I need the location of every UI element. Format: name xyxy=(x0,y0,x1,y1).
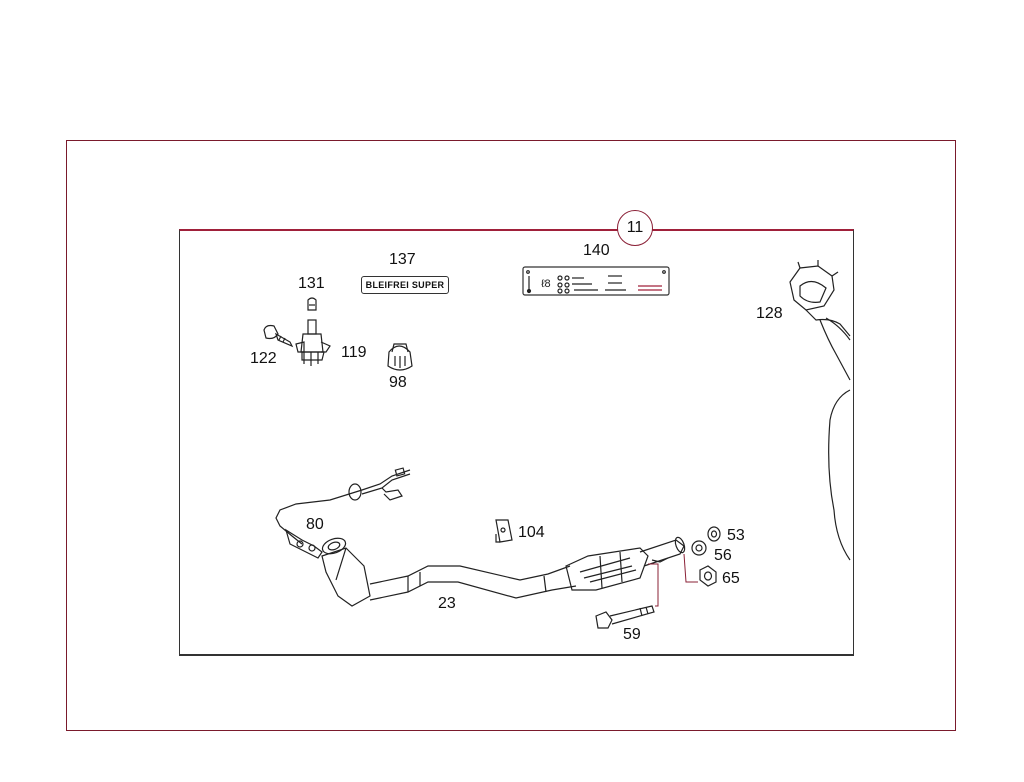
part-98 xyxy=(387,343,413,371)
part-104 xyxy=(495,519,513,543)
callout-59: 59 xyxy=(623,626,641,643)
callout-137: 137 xyxy=(389,251,416,268)
callout-56: 56 xyxy=(714,547,732,564)
outer-frame xyxy=(66,140,956,731)
part-80 xyxy=(275,467,411,559)
part-131 xyxy=(307,297,317,311)
callout-140: 140 xyxy=(583,242,610,259)
part-122 xyxy=(263,324,294,348)
part-56 xyxy=(691,540,707,556)
callout-104: 104 xyxy=(518,524,545,541)
callout-122: 122 xyxy=(250,350,277,367)
part-65 xyxy=(699,565,717,587)
svg-text:ℓ8: ℓ8 xyxy=(541,278,551,290)
callout-98: 98 xyxy=(389,374,407,391)
callout-119: 119 xyxy=(341,344,367,361)
part-59 xyxy=(595,605,655,629)
diagram-frame xyxy=(179,229,854,656)
callout-53: 53 xyxy=(727,527,745,544)
callout-128: 128 xyxy=(756,305,783,322)
callout-23: 23 xyxy=(438,595,456,612)
part-128 xyxy=(789,260,851,561)
callout-131: 131 xyxy=(298,275,325,292)
group-number-badge: 11 xyxy=(617,210,653,246)
leader-lines xyxy=(648,553,698,607)
callout-80: 80 xyxy=(306,516,324,533)
part-119 xyxy=(295,319,331,366)
fuel-label-plate: BLEIFREI SUPER xyxy=(361,276,449,294)
part-53 xyxy=(707,526,721,542)
info-plate-140: ℓ8 xyxy=(522,266,670,296)
callout-65: 65 xyxy=(722,570,740,587)
part-23 xyxy=(321,536,686,607)
